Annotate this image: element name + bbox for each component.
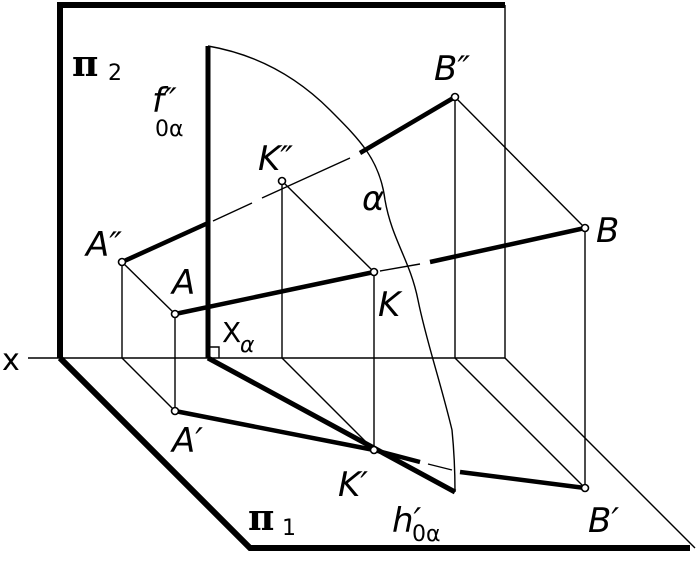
label-B1: B′ xyxy=(588,501,619,541)
line-A2-B2 xyxy=(121,95,457,265)
label-pi2-sub: 2 xyxy=(108,61,122,86)
line-A1-B1 xyxy=(174,408,586,491)
label-pi2: π xyxy=(72,43,98,85)
point-K xyxy=(369,267,379,277)
plane-alpha-outline xyxy=(207,45,456,493)
label-K2: K″ xyxy=(258,139,293,179)
point-A2 xyxy=(117,257,127,267)
projection-lines xyxy=(121,96,586,489)
label-h-trace-sub: 0α xyxy=(412,522,441,547)
label-A2: A″ xyxy=(84,225,122,265)
point-B xyxy=(580,223,590,233)
trace-h0a xyxy=(206,355,457,495)
label-x-alpha: X xyxy=(222,316,241,349)
label-h-trace: h′ xyxy=(392,501,422,541)
label-A1: A′ xyxy=(170,421,203,461)
label-B: B xyxy=(596,211,619,251)
label-B2: B″ xyxy=(434,49,470,89)
label-f-trace: f″ xyxy=(152,81,177,121)
point-A xyxy=(170,309,180,319)
label-K1: K′ xyxy=(338,465,368,505)
label-alpha: α xyxy=(362,179,384,219)
frontal-plane-pi2 xyxy=(57,2,506,358)
right-angle-mark xyxy=(208,346,220,358)
horizontal-plane-pi1 xyxy=(57,355,696,551)
point-K2 xyxy=(277,176,287,186)
label-pi1: π xyxy=(248,497,274,539)
label-f-trace-sub: 0α xyxy=(155,117,184,142)
label-K: K xyxy=(378,285,403,325)
label-pi1-sub: 1 xyxy=(282,516,296,541)
points xyxy=(117,92,590,493)
label-A: A xyxy=(170,263,195,303)
label-x-axis: x xyxy=(2,343,20,378)
labels: π 2 π 1 x f″ 0α h′ 0α X α α A″ A A′ K″ K… xyxy=(2,43,619,547)
point-B1 xyxy=(580,483,590,493)
point-A1 xyxy=(170,406,180,416)
point-B2 xyxy=(450,92,460,102)
label-x-alpha-sub: α xyxy=(240,333,255,358)
line-A-B xyxy=(174,225,586,317)
point-K1 xyxy=(369,445,379,455)
